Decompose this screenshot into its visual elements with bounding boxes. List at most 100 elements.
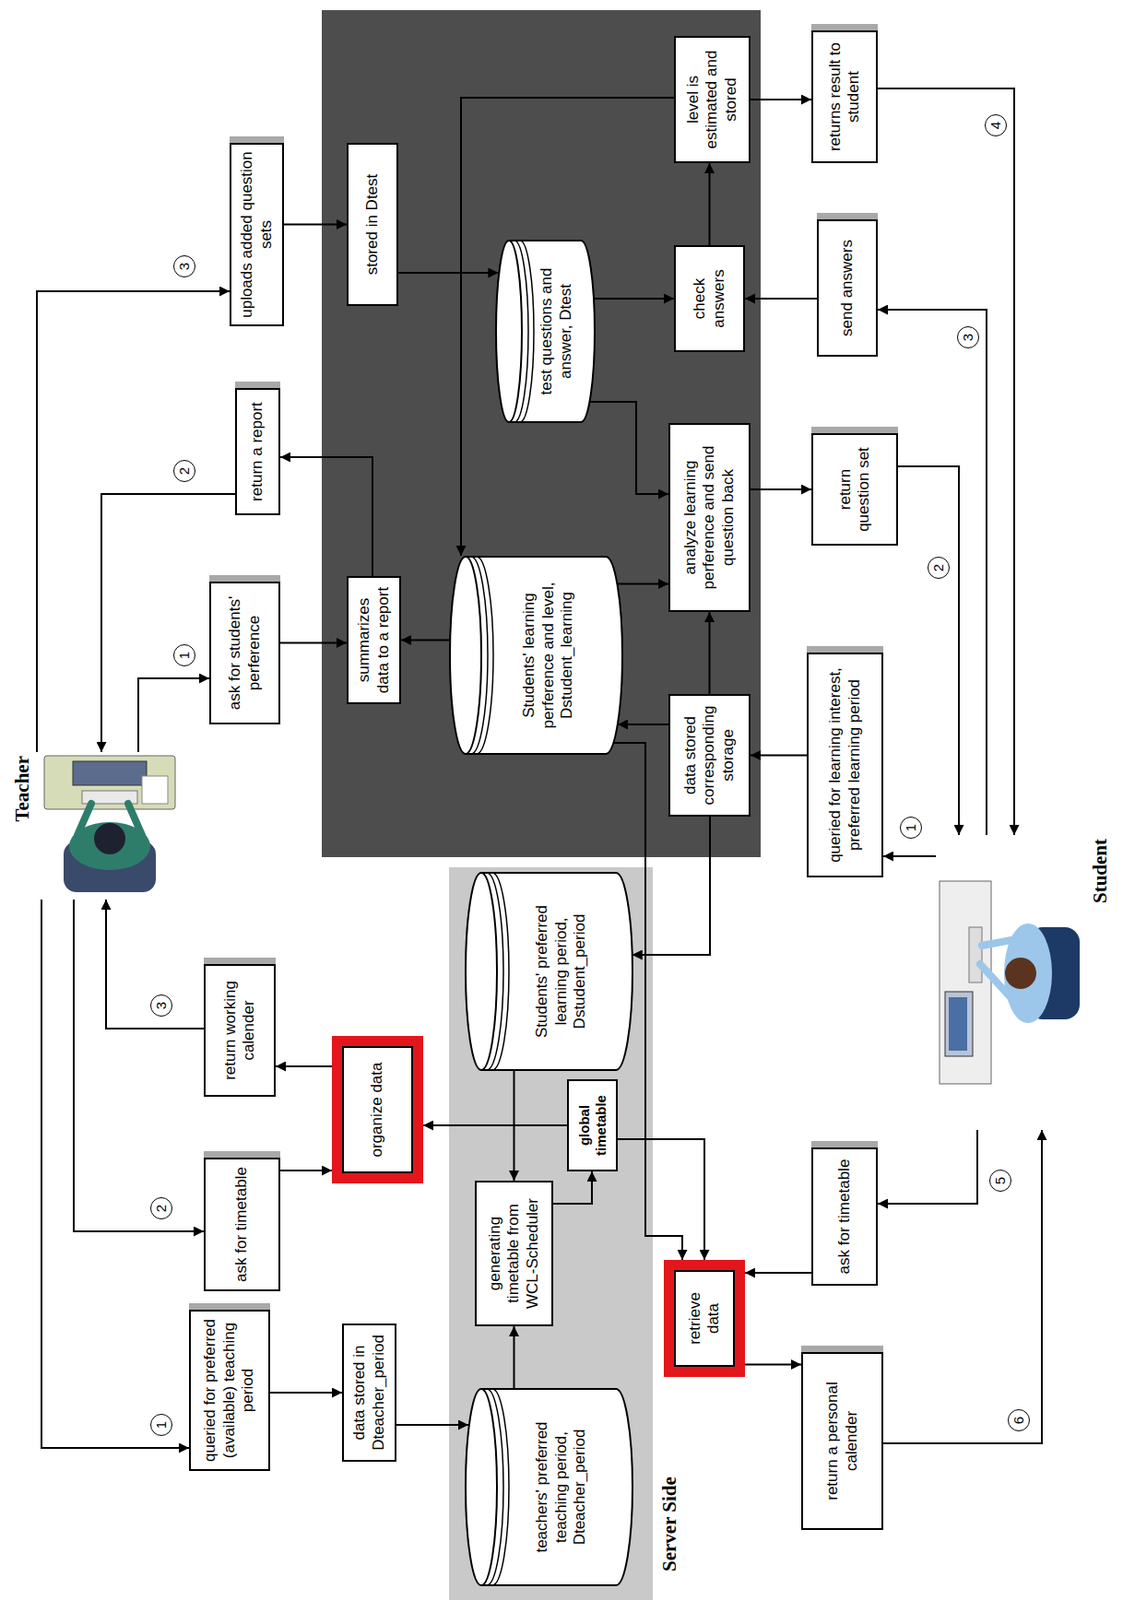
connector-arrow xyxy=(617,1139,705,1261)
callout-number: 1 xyxy=(899,816,923,840)
box-text: data stored in Dteacher_period xyxy=(350,1331,389,1455)
teacher-actor: Teacher xyxy=(9,752,176,900)
request-flag: uploads added question sets xyxy=(229,142,284,327)
papers xyxy=(141,776,168,804)
cylinder-ring xyxy=(492,1389,509,1586)
head xyxy=(1004,957,1037,990)
process-box: generating timetable from WCL-Scheduler xyxy=(474,1181,554,1327)
connector-arrow xyxy=(750,98,812,101)
student-actor: Student xyxy=(935,835,1114,1131)
cylinder-body xyxy=(465,556,623,755)
box-text: return a report xyxy=(248,401,267,502)
connector-arrow xyxy=(744,1272,812,1275)
box-text: ask for students' perference xyxy=(225,589,264,718)
region-label: Server Side xyxy=(658,1477,682,1573)
request-flag: send answers xyxy=(816,219,878,357)
box-text: global timetable xyxy=(576,1087,610,1165)
desk xyxy=(44,756,176,810)
head xyxy=(94,823,126,855)
callout-number: 1 xyxy=(173,644,196,667)
connector-arrow xyxy=(744,1364,802,1367)
connector-arrow xyxy=(709,612,711,695)
database-cylinder: teachers' preferred teaching period, Dte… xyxy=(464,1388,633,1587)
box-text: Students' learning perference and level,… xyxy=(520,565,577,746)
connector-arrow xyxy=(138,678,210,753)
process-box: stored in Dtest xyxy=(346,142,399,307)
keyboard xyxy=(969,927,982,983)
box-text: return a personal calender xyxy=(823,1359,862,1524)
connector-arrow xyxy=(877,1130,978,1205)
monitor xyxy=(945,992,973,1057)
connector-arrow xyxy=(593,297,674,300)
connector-arrow xyxy=(750,755,807,757)
box-text: teachers' preferred teaching period, Dte… xyxy=(532,1397,590,1578)
actor-label: Student xyxy=(1087,835,1114,908)
box-text: retrieve data xyxy=(685,1277,724,1360)
connector-arrow xyxy=(461,97,674,556)
connector-arrow xyxy=(396,1424,469,1427)
request-flag: queried for preferred (available) teachi… xyxy=(189,1310,271,1472)
box-text: generating timetable from WCL-Scheduler xyxy=(485,1188,543,1320)
shoulders xyxy=(69,822,151,871)
callout-number: 2 xyxy=(927,556,950,580)
cylinder-top xyxy=(465,873,497,1071)
connector-arrow xyxy=(898,466,959,836)
response-flag: return question set xyxy=(811,433,899,546)
process-box: data stored corresponding storage xyxy=(668,694,751,817)
process-box: analyze learning perference and send que… xyxy=(668,423,751,613)
connector-arrow xyxy=(750,488,812,491)
connector-arrow xyxy=(632,816,710,956)
cylinder-body xyxy=(481,1389,633,1586)
request-flag: queried for learning interest, preferred… xyxy=(806,652,884,878)
cylinder-ring xyxy=(514,240,529,423)
person-icon xyxy=(40,752,179,900)
box-text: test questions and answer, Dtest xyxy=(537,248,576,414)
response-flag: return a report xyxy=(235,388,281,516)
monitor xyxy=(72,761,147,786)
box-text: returns result to student xyxy=(826,37,864,156)
connector-arrow xyxy=(41,899,190,1449)
box-text: queried for preferred (available) teachi… xyxy=(200,1317,258,1465)
connector-arrow xyxy=(401,639,450,642)
connector-arrow xyxy=(423,1124,568,1127)
connector-arrow xyxy=(883,855,936,858)
box-text: return working calender xyxy=(221,971,260,1090)
box-text: ask for timetable xyxy=(232,1167,251,1283)
connector-arrow xyxy=(744,297,817,300)
server-light-panel xyxy=(449,867,653,1600)
response-flag: return a personal calender xyxy=(801,1352,884,1531)
screen xyxy=(948,997,968,1052)
process-box: global timetable xyxy=(567,1079,618,1172)
box-text: uploads added question sets xyxy=(237,150,276,320)
connector-arrow xyxy=(280,642,347,645)
request-flag: ask for timetable xyxy=(203,1158,281,1292)
connector-arrow xyxy=(36,291,230,753)
cylinder-ring xyxy=(492,873,509,1071)
server-dark-panel xyxy=(321,10,761,858)
request-flag: ask for students' perference xyxy=(209,581,281,725)
cylinder-ring xyxy=(486,1389,504,1586)
connector-arrow xyxy=(398,271,498,274)
process-box: check answers xyxy=(673,245,745,353)
box-text: return question set xyxy=(836,440,875,539)
box-text: data stored corresponding storage xyxy=(681,701,738,810)
process-box: summarizes data to a report xyxy=(346,576,402,705)
connector-arrow xyxy=(270,1392,343,1395)
connector-arrow xyxy=(280,1170,332,1172)
box-text: ask for timetable xyxy=(835,1159,854,1276)
callout-number: 5 xyxy=(989,1170,1012,1193)
connector-arrow xyxy=(617,723,669,726)
callout-number: 1 xyxy=(150,1414,173,1437)
actor-label: Teacher xyxy=(9,752,36,827)
process-box: level is estimated and stored xyxy=(673,35,751,164)
connector-arrow xyxy=(617,583,669,586)
box-text: analyze learning perference and send que… xyxy=(681,430,738,605)
box-text: summarizes data to a report xyxy=(354,583,393,698)
highlighted-process-box: organize data xyxy=(331,1036,424,1184)
response-flag: returns result to student xyxy=(811,30,878,164)
cylinder-ring xyxy=(476,556,494,755)
connector-arrow xyxy=(73,899,204,1232)
response-flag: return working calender xyxy=(203,964,276,1098)
connector-arrow xyxy=(877,309,987,836)
box-text: organize data xyxy=(367,1062,387,1158)
